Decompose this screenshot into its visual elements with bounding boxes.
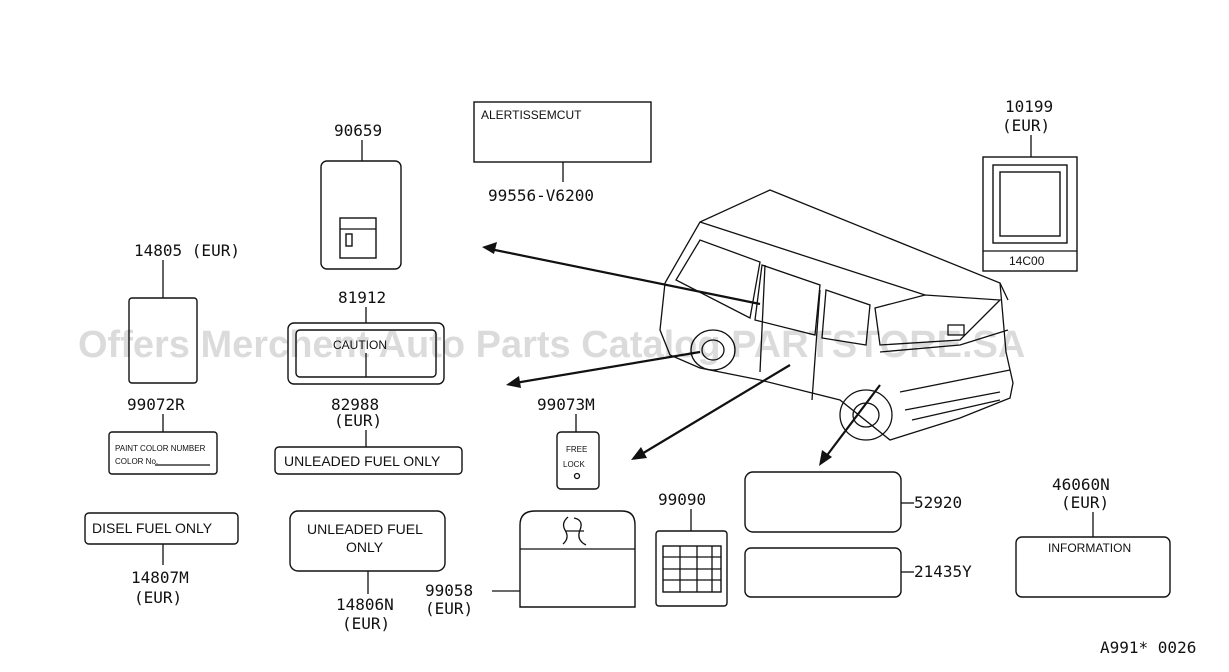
- eur-10199: (EUR): [1002, 116, 1050, 135]
- label-14c00-text: 14C00: [1009, 254, 1045, 268]
- part-number-14807m[interactable]: 14807M: [131, 568, 189, 587]
- disel-text: DISEL FUEL ONLY: [92, 520, 213, 536]
- part-number-10199[interactable]: 10199: [1005, 97, 1053, 116]
- information-text: INFORMATION: [1048, 541, 1131, 555]
- label-14805: [128, 297, 198, 384]
- unleaded-big-line1: UNLEADED FUEL: [307, 521, 423, 537]
- paint-color-line1: PAINT COLOR NUMBER: [115, 444, 206, 453]
- leader-arrows: [482, 242, 881, 466]
- diagram-code: A991* 0026: [1100, 638, 1196, 657]
- part-number-14806n[interactable]: 14806N: [336, 595, 394, 614]
- free-text: FREE: [566, 445, 587, 454]
- eur-46060n: (EUR): [1061, 493, 1109, 512]
- label-unleaded-small: [274, 446, 463, 475]
- eur-82988: (EUR): [334, 411, 382, 430]
- label-52920: [744, 471, 902, 533]
- label-99058: [519, 510, 636, 608]
- part-number-81912[interactable]: 81912: [338, 288, 386, 307]
- paint-color-line2: COLOR No.: [115, 457, 158, 466]
- label-information: [1015, 536, 1171, 598]
- lock-text: LOCK: [563, 460, 585, 469]
- part-number-82988[interactable]: 82988: [331, 395, 379, 414]
- part-number-90659[interactable]: 90659: [334, 121, 382, 140]
- eur-99058: (EUR): [425, 599, 473, 618]
- part-number-99073m[interactable]: 99073M: [537, 395, 595, 414]
- eur-14807m: (EUR): [134, 588, 182, 607]
- van-illustration: [659, 189, 1014, 441]
- label-21435y: [744, 547, 902, 598]
- alertissement-text: ALERTISSEMCUT: [481, 108, 582, 122]
- part-number-21435y[interactable]: 21435Y: [914, 562, 972, 581]
- part-number-99072r[interactable]: 99072R: [127, 395, 185, 414]
- watermark: Offers Merchent Auto Parts Catalog PARTS…: [78, 324, 1025, 366]
- part-number-99058[interactable]: 99058: [425, 581, 473, 600]
- part-number-52920[interactable]: 52920: [914, 493, 962, 512]
- eur-14806n: (EUR): [342, 614, 390, 633]
- part-number-14805[interactable]: 14805 (EUR): [134, 241, 240, 260]
- label-disel-fuel: [84, 512, 239, 545]
- label-paint-color: [108, 431, 218, 475]
- unleaded-big-line2: ONLY: [346, 539, 384, 555]
- part-number-99556-v6200[interactable]: 99556-V6200: [488, 186, 594, 205]
- caution-text: CAUTION: [333, 338, 387, 352]
- unleaded-small-text: UNLEADED FUEL ONLY: [284, 453, 441, 469]
- label-free-lock: [556, 431, 600, 490]
- part-number-99090[interactable]: 99090: [658, 490, 706, 509]
- part-number-46060n[interactable]: 46060N: [1052, 475, 1110, 494]
